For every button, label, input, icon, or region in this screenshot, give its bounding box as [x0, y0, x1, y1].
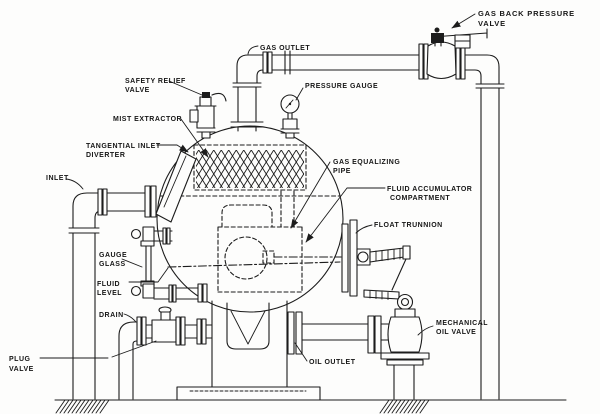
pressure-gauge	[280, 94, 300, 139]
valve-bonnet	[431, 33, 444, 43]
safety-relief-valve	[189, 92, 227, 139]
label-text: VALVE	[478, 19, 506, 28]
label-text: GLASS	[99, 261, 126, 268]
label-text: COMPARTMENT	[390, 195, 450, 202]
label-tangential-inlet-diverter: TANGENTIAL INLET DIVERTER	[86, 143, 189, 159]
label-text: PLUG	[9, 356, 31, 363]
ground-line	[54, 399, 567, 414]
label-text: OIL OUTLET	[309, 359, 356, 366]
label-text: FLUID ACCUMULATOR	[387, 186, 472, 193]
label-gas-back-pressure-valve: GAS BACK PRESSURE VALVE	[451, 9, 575, 29]
gas-outlet-piping	[230, 50, 420, 132]
relief-lever	[211, 92, 227, 102]
label-text: FLOAT TRUNNION	[374, 222, 443, 229]
vessel-support-pedestal	[176, 300, 321, 401]
label-oil-outlet: OIL OUTLET	[294, 342, 356, 366]
label-text: GAS BACK PRESSURE	[478, 9, 575, 18]
label-text: VALVE	[125, 87, 150, 94]
label-text: FLUID	[97, 281, 120, 288]
gauge-glass	[130, 226, 208, 303]
label-text: MIST EXTRACTOR	[113, 116, 182, 123]
label-text: VALVE	[9, 366, 34, 373]
ground-hatch-left	[55, 399, 110, 414]
gas-line-riser	[469, 54, 505, 400]
tangential-inlet-diverter	[155, 150, 197, 223]
label-text: TANGENTIAL INLET	[86, 143, 161, 150]
labels: GAS BACK PRESSURE VALVE GAS OUTLET SAFET…	[9, 9, 575, 373]
label-text: PIPE	[333, 168, 351, 175]
label-gauge-glass: GAUGE GLASS	[99, 252, 143, 268]
label-pressure-gauge: PRESSURE GAUGE	[295, 83, 378, 101]
label-text: PRESSURE GAUGE	[305, 83, 378, 90]
label-inlet: INLET	[46, 175, 84, 190]
mechanical-oil-valve	[380, 293, 430, 400]
label-text: DRAIN	[99, 312, 124, 319]
oil-outlet-piping	[287, 311, 392, 355]
float-trunnion	[341, 219, 411, 300]
counterweight	[454, 34, 471, 49]
glass-tube	[145, 245, 152, 282]
label-text: DIVERTER	[86, 152, 125, 159]
label-text: MECHANICAL	[436, 320, 488, 327]
label-text: LEVEL	[97, 290, 122, 297]
label-text: GAS EQUALIZING	[333, 159, 400, 166]
base-plate	[176, 386, 321, 401]
label-text: GAS OUTLET	[260, 45, 310, 52]
gas-back-pressure-valve	[418, 27, 488, 80]
label-fluid-accumulator-compartment: FLUID ACCUMULATOR COMPARTMENT	[305, 186, 472, 243]
label-fluid-level: FLUID LEVEL	[97, 267, 169, 297]
label-text: INLET	[46, 175, 69, 182]
float-ball	[224, 236, 268, 280]
valve-linkage	[391, 258, 407, 291]
fluid-level-line	[167, 261, 341, 268]
label-gas-equalizing-pipe: GAS EQUALIZING PIPE	[290, 159, 400, 229]
label-text: GAUGE	[99, 252, 127, 259]
plug-valve-body	[151, 319, 177, 343]
drain-piping	[118, 306, 213, 400]
label-drain: DRAIN	[99, 312, 137, 323]
label-mechanical-oil-valve: MECHANICAL OIL VALVE	[417, 320, 488, 336]
inlet-piping	[68, 185, 157, 400]
label-text: SAFETY RELIEF	[125, 78, 186, 85]
label-plug-valve: PLUG VALVE	[9, 340, 157, 373]
fluid-accumulator-compartment	[217, 204, 342, 293]
label-float-trunnion: FLOAT TRUNNION	[355, 222, 443, 234]
label-gas-outlet: GAS OUTLET	[247, 45, 310, 55]
label-mist-extractor: MIST EXTRACTOR	[113, 116, 209, 158]
ground-hatch-right	[379, 399, 430, 414]
label-safety-relief-valve: SAFETY RELIEF VALVE	[125, 78, 203, 96]
mist-extractor-band	[159, 144, 341, 197]
label-text: OIL VALVE	[436, 329, 476, 336]
